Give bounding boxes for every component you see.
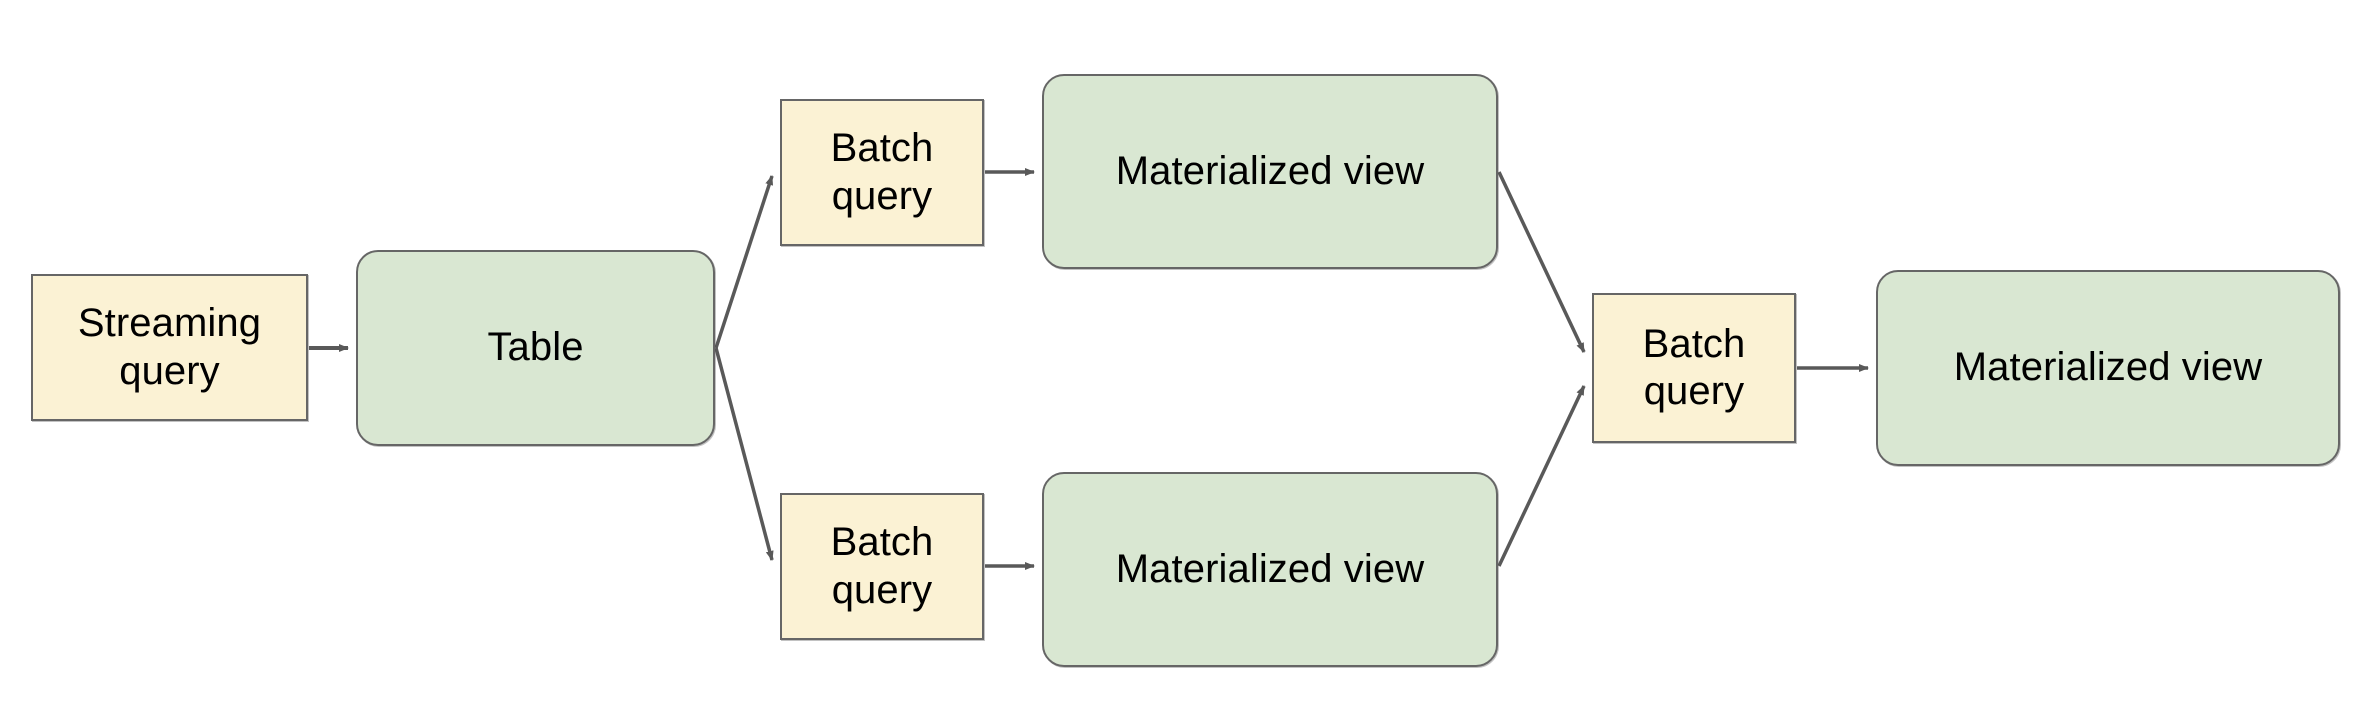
node-batch-query-merge[interactable]: Batch query [1592,293,1796,443]
node-streaming-query[interactable]: Streaming query [31,274,308,421]
node-batch-query-top[interactable]: Batch query [780,99,984,246]
edge-mv-bottom-to-batch-merge [1497,385,1586,567]
edge-table-to-batch-top [714,175,774,349]
node-materialized-view-final-label: Materialized view [1953,345,2263,390]
node-materialized-view-bottom-label: Materialized view [1115,546,1425,591]
node-table[interactable]: Table [356,250,715,446]
node-table-label: Table [487,325,584,370]
node-batch-query-bottom[interactable]: Batch query [780,493,984,640]
node-materialized-view-top[interactable]: Materialized view [1042,74,1498,269]
node-batch-query-bottom-label: Batch query [830,520,934,612]
node-materialized-view-top-label: Materialized view [1115,148,1425,193]
node-materialized-view-bottom[interactable]: Materialized view [1042,472,1498,667]
node-materialized-view-final[interactable]: Materialized view [1876,270,2340,466]
node-streaming-query-label: Streaming query [77,301,262,393]
node-batch-query-top-label: Batch query [830,126,934,218]
edge-mv-top-to-batch-merge [1497,171,1586,353]
edge-table-to-batch-bottom [714,347,774,561]
node-batch-query-merge-label: Batch query [1642,321,1746,413]
